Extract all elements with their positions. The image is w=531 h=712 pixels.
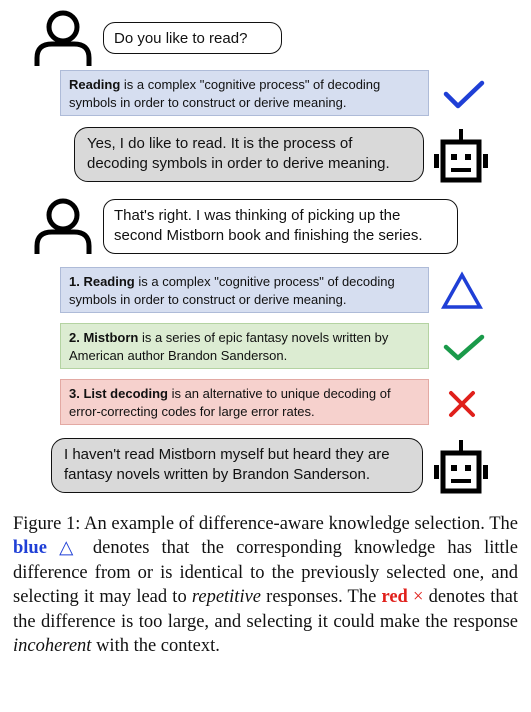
caption-red-word: red: [381, 587, 408, 608]
triangle-icon: [441, 271, 483, 309]
robot-icon: [434, 440, 488, 494]
caption-mid2: responses. The: [261, 587, 382, 608]
caption-incoherent: incoherent: [13, 636, 92, 657]
caption-repetitive: repetitive: [191, 587, 262, 608]
candidate-3-text: is an alternative to unique decoding of …: [69, 386, 391, 419]
figure-caption: Figure 1: An example of difference-aware…: [13, 512, 518, 658]
candidate-1-term: 1. Reading: [69, 274, 135, 289]
candidate-3-term: 3. List decoding: [69, 386, 168, 401]
bot-message-2-text: I haven't read Mistborn myself but heard…: [64, 446, 390, 483]
candidate-1-text: is a complex "cognitive process" of deco…: [69, 274, 395, 307]
caption-suffix: with the context.: [91, 636, 220, 657]
bot-message-1-text: Yes, I do like to read. It is the proces…: [87, 135, 390, 172]
knowledge-1-term: Reading: [69, 77, 121, 92]
user-message-2: That's right. I was thinking of picking …: [103, 199, 458, 254]
knowledge-box-1: Reading is a complex "cognitive process"…: [60, 70, 429, 116]
cross-icon: [449, 391, 475, 417]
bot-message-2: I haven't read Mistborn myself but heard…: [51, 438, 423, 493]
user-message-1-text: Do you like to read?: [114, 30, 248, 47]
candidate-knowledge-3: 3. List decoding is an alternative to un…: [60, 379, 429, 425]
candidate-knowledge-1: 1. Reading is a complex "cognitive proce…: [60, 267, 429, 313]
caption-prefix: Figure 1: An example of difference-aware…: [13, 514, 518, 534]
user-message-2-text: That's right. I was thinking of picking …: [114, 207, 423, 244]
caption-mid1: denotes that the corresponding knowledge…: [13, 538, 519, 608]
candidate-2-term: 2. Mistborn: [69, 330, 139, 345]
check-icon: [443, 80, 485, 109]
bot-message-1: Yes, I do like to read. It is the proces…: [74, 127, 424, 182]
knowledge-1-text: is a complex "cognitive process" of deco…: [69, 77, 381, 110]
candidate-2-text: is a series of epic fantasy novels writt…: [69, 330, 389, 363]
user-person-icon: [34, 198, 92, 254]
caption-mid3: denotes that the difference is too large…: [13, 587, 518, 632]
caption-triangle-symbol: △: [59, 538, 81, 559]
check-icon: [443, 334, 485, 361]
caption-cross-symbol: ×: [413, 587, 424, 608]
user-person-icon: [34, 10, 92, 66]
robot-icon: [434, 129, 488, 183]
candidate-knowledge-2: 2. Mistborn is a series of epic fantasy …: [60, 323, 429, 369]
caption-blue-word: blue: [13, 538, 47, 559]
user-message-1: Do you like to read?: [103, 22, 282, 54]
